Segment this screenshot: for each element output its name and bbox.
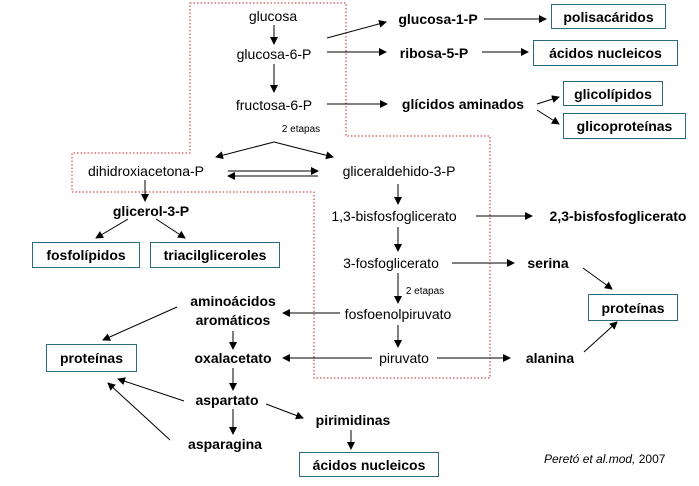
arrow-asparagina-to-proteinas bbox=[107, 382, 171, 441]
node-glucosa-6-p: glucosa-6-P bbox=[236, 46, 312, 62]
glycolysis-pathway-outline bbox=[71, 2, 491, 379]
node-glucosa-1-p: glucosa-1-P bbox=[398, 11, 478, 27]
arrow-glucosa6p-to-glucosa1p bbox=[326, 19, 387, 39]
node-piruvato: piruvato bbox=[379, 350, 429, 366]
box-proteinas-right: proteínas bbox=[588, 294, 678, 321]
node-3-fosfoglicerato: 3-fosfoglicerato bbox=[343, 255, 439, 271]
node-gliceraldehido-3-p: gliceraldehido-3-P bbox=[342, 163, 456, 179]
arrow-aspartato-to-proteinas bbox=[117, 377, 185, 402]
arrow-alanina-to-proteinas bbox=[583, 321, 618, 353]
box-fosfolipidos: fosfolípidos bbox=[32, 242, 140, 268]
node-13-bisfosfoglicerato: 1,3-bisfosfoglicerato bbox=[331, 208, 457, 224]
node-asparagina: asparagina bbox=[188, 436, 262, 452]
citation: Peretó et al.mod, 2007 bbox=[544, 452, 665, 466]
arrow-serina-to-proteinas bbox=[582, 267, 613, 290]
box-triacilgliceroles: triacilgliceroles bbox=[150, 242, 280, 268]
node-aminoacidos: aminoácidos bbox=[190, 293, 276, 309]
box-acidos-nucleicos-top: ácidos nucleicos bbox=[533, 40, 678, 66]
arrow-aspartato-to-pirimidinas bbox=[265, 403, 304, 420]
box-polisacaridos: polisacáridos bbox=[551, 4, 666, 29]
node-pirimidinas: pirimidinas bbox=[315, 412, 391, 428]
arrow-glicerol-to-fosfolipidos bbox=[95, 218, 129, 239]
node-fosfoenolpiruvato: fosfoenolpiruvato bbox=[344, 306, 452, 322]
citation-year: 2007 bbox=[638, 452, 666, 466]
node-glicidos-aminados: glícidos aminados bbox=[401, 96, 525, 112]
node-oxalacetato: oxalacetato bbox=[194, 350, 272, 366]
box-glicolipidos: glicolípidos bbox=[563, 81, 663, 106]
node-fructosa-6-p: fructosa-6-P bbox=[235, 97, 313, 113]
node-serina: serina bbox=[527, 255, 569, 271]
label-2-etapas-upper: 2 etapas bbox=[281, 124, 321, 135]
citation-authors: Peretó et al.mod, bbox=[544, 452, 636, 466]
node-glicerol-3-p: glicerol-3-P bbox=[112, 203, 190, 219]
arrow-to-g3p bbox=[273, 141, 334, 160]
box-proteinas-left: proteínas bbox=[46, 344, 137, 372]
node-aspartato: aspartato bbox=[195, 392, 259, 408]
node-ribosa-5-p: ribosa-5-P bbox=[399, 45, 469, 61]
node-23-bisfosfoglicerato: 2,3-bisfosfoglicerato bbox=[549, 208, 687, 224]
node-dihidroxiacetona-p: dihidroxiacetona-P bbox=[88, 163, 204, 179]
box-glicoproteinas: glicoproteínas bbox=[563, 113, 686, 139]
label-2-etapas-lower: 2 etapas bbox=[405, 286, 445, 297]
box-acidos-nucleicos-bottom: ácidos nucleicos bbox=[299, 452, 439, 477]
arrow-glicidos-to-glicolipidos bbox=[536, 95, 560, 105]
node-alanina: alanina bbox=[525, 350, 575, 366]
arrow-glicerol-to-triacil bbox=[155, 218, 186, 239]
node-aromaticos: aromáticos bbox=[195, 312, 271, 328]
arrow-glicidos-to-glicoproteinas bbox=[536, 109, 560, 125]
arrow-aminoacidos-to-proteinas bbox=[102, 306, 178, 341]
arrow-to-dhap bbox=[215, 141, 275, 160]
node-glucosa: glucosa bbox=[248, 8, 298, 24]
